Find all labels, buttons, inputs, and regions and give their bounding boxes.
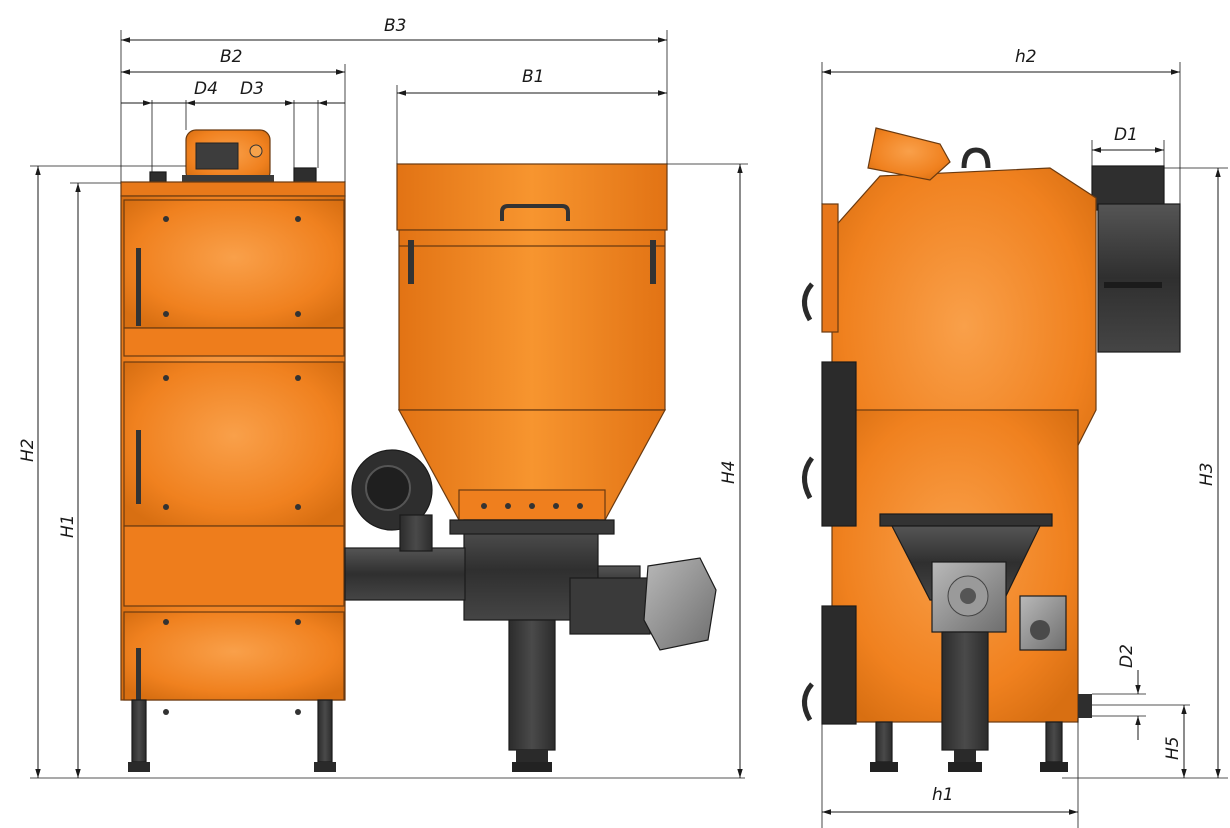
dim-d2-label: D2 <box>1117 644 1137 668</box>
side-dimensions: h2 D1 H3 D2 H5 h1 <box>821 47 1228 828</box>
dim-d1-label: D1 <box>1114 125 1138 145</box>
side-controller <box>867 127 951 181</box>
front-dimensions: B3 B2 D4 D3 B1 H2 H1 H4 <box>18 16 748 779</box>
controller-base <box>182 175 274 183</box>
dim-h2-side-label: h2 <box>1015 47 1037 67</box>
hopper-latch-left <box>408 240 414 284</box>
lower-door <box>123 611 345 701</box>
controller-display <box>195 142 239 170</box>
flue-outlet <box>1097 203 1181 353</box>
dim-b1-label: B1 <box>522 67 544 87</box>
dim-h5-label: H5 <box>1163 736 1183 760</box>
side-neck-flange <box>879 513 1053 527</box>
boiler-front <box>120 129 346 772</box>
return-pipe <box>1078 694 1092 718</box>
upper-band <box>123 327 345 357</box>
upper-door <box>123 199 345 329</box>
controller-knob <box>249 144 263 158</box>
side-pillar <box>941 631 989 751</box>
burner-pipe <box>344 547 466 601</box>
dim-d4-label: D4 <box>194 79 218 99</box>
dim-h2-label: H2 <box>18 438 38 462</box>
hopper-lid <box>396 163 668 231</box>
dim-h1-label: H1 <box>58 514 78 538</box>
dim-b2-label: B2 <box>220 47 242 67</box>
door-bolts <box>163 216 301 715</box>
door-handle-1 <box>136 248 141 326</box>
door-handle-3 <box>136 648 141 720</box>
hopper-front <box>344 163 717 772</box>
dim-h1-side-label: h1 <box>932 785 954 805</box>
feeder-flange <box>449 519 615 535</box>
hopper-latch-right <box>650 240 656 284</box>
gearbox-front <box>643 557 717 651</box>
flue-collar <box>1091 165 1165 211</box>
dim-d3-label: D3 <box>240 79 264 99</box>
side-door-1 <box>821 203 839 333</box>
top-lift-eye <box>961 147 991 169</box>
fan-grille <box>365 465 411 511</box>
dim-b3-label: B3 <box>384 16 406 36</box>
middle-door <box>123 361 345 527</box>
hopper-upper <box>398 229 666 411</box>
side-gearbox <box>931 561 1007 633</box>
hopper-lid-handle <box>500 204 570 221</box>
dim-h3-label: H3 <box>1197 462 1217 486</box>
boiler-side <box>802 127 1181 772</box>
feeder-pillar <box>508 619 556 751</box>
dim-h4-label: H4 <box>719 460 739 484</box>
motor <box>569 577 651 635</box>
lower-band <box>123 525 345 607</box>
boiler-top-cap <box>120 181 346 197</box>
door-handle-2 <box>136 430 141 504</box>
side-door-3 <box>821 605 857 725</box>
boiler-leg-left <box>131 699 147 763</box>
boiler-leg-right <box>317 699 333 763</box>
side-door-2 <box>821 361 857 527</box>
